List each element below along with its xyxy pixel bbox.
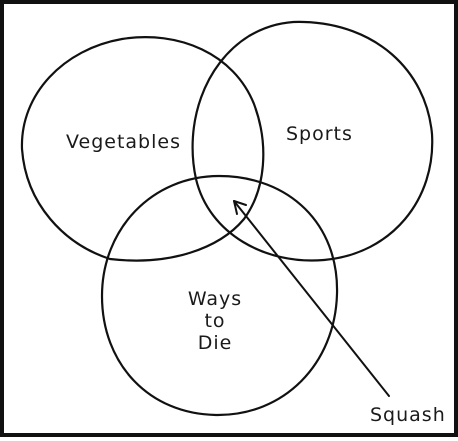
label-squash: Squash	[370, 404, 446, 426]
label-ways-to-die: Ways to Die	[180, 288, 250, 354]
label-ways-to-die-line-2: to	[204, 310, 226, 332]
circle-ways-to-die	[100, 174, 339, 417]
circle-sports	[191, 20, 434, 262]
squash-arrowhead	[233, 200, 247, 215]
label-ways-to-die-line-3: Die	[197, 332, 233, 354]
venn-diagram	[20, 20, 434, 417]
squash-arrow-line	[233, 200, 390, 397]
label-sports: Sports	[286, 123, 353, 145]
circle-vegetables	[20, 36, 265, 262]
label-vegetables: Vegetables	[66, 131, 181, 153]
label-ways-to-die-line-1: Ways	[187, 288, 243, 310]
